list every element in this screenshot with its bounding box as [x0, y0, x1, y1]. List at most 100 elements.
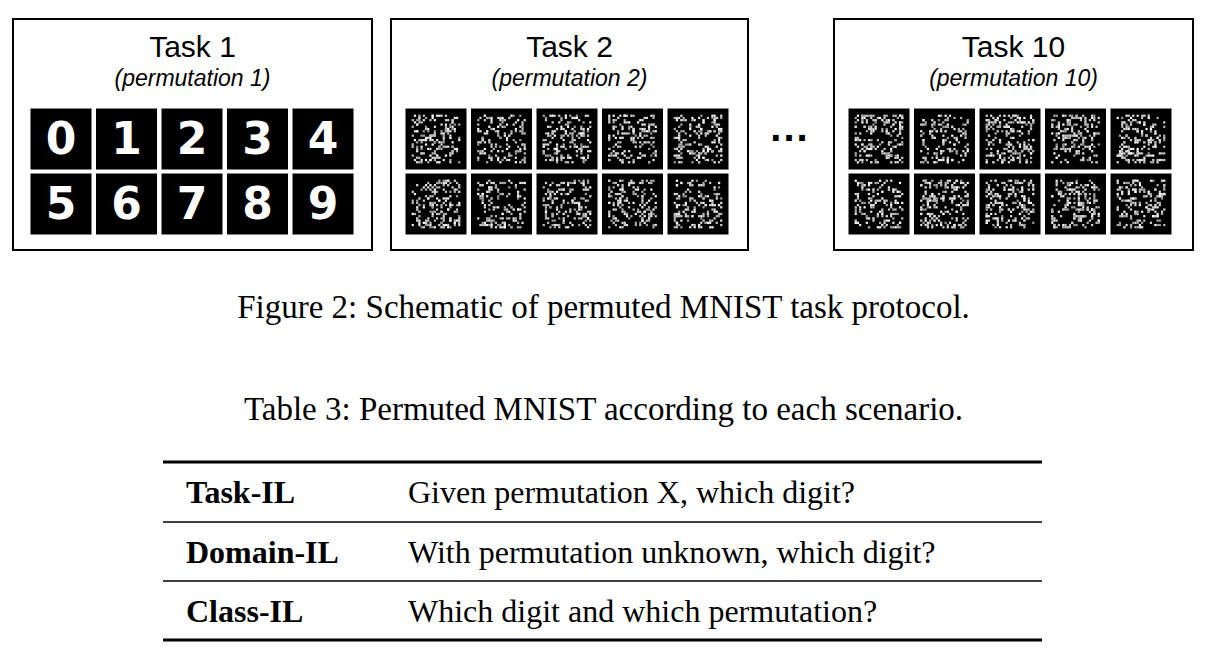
noise-pixel — [499, 193, 501, 195]
noise-pixel — [714, 130, 716, 132]
noise-pixel — [687, 220, 689, 222]
noise-pixel — [641, 220, 643, 222]
noise-pixel — [890, 141, 892, 143]
noise-pixel — [698, 184, 700, 186]
noise-pixel — [628, 126, 630, 128]
noise-pixel — [872, 146, 874, 148]
noise-pixel — [888, 155, 890, 157]
noise-pixel — [711, 226, 713, 228]
noise-pixel — [506, 124, 508, 126]
noise-pixel — [418, 139, 420, 141]
noise-pixel — [870, 161, 872, 163]
noise-pixel — [452, 150, 454, 152]
noise-pixel — [951, 159, 953, 161]
noise-pixel — [560, 128, 562, 130]
noise-pixel — [447, 224, 449, 226]
noise-pixel — [549, 141, 551, 143]
noise-pixel — [639, 222, 641, 224]
noise-pixel — [676, 204, 678, 206]
noise-pixel — [449, 182, 451, 184]
noise-pixel — [866, 159, 868, 161]
noise-pixel — [864, 150, 866, 152]
noise-pixel — [676, 184, 678, 186]
noise-pixel — [608, 121, 610, 123]
noise-pixel — [495, 130, 497, 132]
noise-pixel — [580, 157, 582, 159]
noise-pixel — [683, 195, 685, 197]
noise-pixel — [497, 150, 499, 152]
noise-pixel — [648, 161, 650, 163]
noise-pixel — [613, 146, 615, 148]
noise-pixel — [927, 148, 929, 150]
noise-pixel — [497, 189, 499, 191]
noise-pixel — [676, 148, 678, 150]
noise-pixel — [515, 217, 517, 219]
noise-pixel — [515, 121, 517, 123]
noise-pixel — [652, 130, 654, 132]
noise-pixel — [615, 143, 617, 145]
noise-pixel — [583, 184, 585, 186]
noise-pixel — [621, 159, 623, 161]
noise-pixel — [942, 143, 944, 145]
noise-pixel — [691, 215, 693, 217]
noise-pixel — [936, 130, 938, 132]
image-grid — [30, 108, 1172, 235]
noise-pixel — [714, 130, 716, 132]
noise-pixel — [484, 119, 486, 121]
noise-pixel — [449, 220, 451, 222]
noise-pixel — [569, 115, 571, 117]
noise-pixel — [940, 150, 942, 152]
noise-pixel — [519, 195, 521, 197]
noise-pixel — [571, 139, 573, 141]
noise-pixel — [619, 202, 621, 204]
noise-pixel — [655, 130, 657, 132]
noise-pixel — [698, 226, 700, 228]
noise-pixel — [569, 141, 571, 143]
noise-pixel — [633, 182, 635, 184]
noise-pixel — [870, 132, 872, 134]
noise-pixel — [414, 159, 416, 161]
noise-pixel — [445, 126, 447, 128]
noise-pixel — [626, 132, 628, 134]
noise-pixel — [510, 206, 512, 208]
noise-pixel — [685, 191, 687, 193]
noise-pixel — [585, 213, 587, 215]
noise-pixel — [549, 195, 551, 197]
noise-pixel — [425, 143, 427, 145]
noise-pixel — [628, 182, 630, 184]
noise-pixel — [870, 148, 872, 150]
noise-pixel — [432, 215, 434, 217]
noise-pixel — [484, 132, 486, 134]
noise-pixel — [855, 126, 857, 128]
noise-pixel — [886, 128, 888, 130]
noise-pixel — [628, 157, 630, 159]
noise-pixel — [490, 128, 492, 130]
noise-pixel — [438, 157, 440, 159]
noise-pixel — [484, 152, 486, 154]
noise-pixel — [628, 132, 630, 134]
noise-pixel — [641, 200, 643, 202]
noise-pixel — [881, 128, 883, 130]
noise-pixel — [418, 222, 420, 224]
noise-pixel — [571, 182, 573, 184]
noise-pixel — [502, 193, 504, 195]
noise-pixel — [519, 115, 521, 117]
noise-pixel — [438, 161, 440, 163]
noise-pixel — [949, 150, 951, 152]
noise-pixel — [543, 146, 545, 148]
noise-pixel — [888, 119, 890, 121]
noise-pixel — [637, 137, 639, 139]
noise-pixel — [626, 197, 628, 199]
noise-pixel — [892, 146, 894, 148]
noise-pixel — [637, 195, 639, 197]
noise-pixel — [508, 135, 510, 137]
noise-pixel — [429, 226, 431, 228]
noise-pixel — [556, 148, 558, 150]
noise-pixel — [648, 126, 650, 128]
noise-pixel — [416, 141, 418, 143]
noise-pixel — [685, 119, 687, 121]
noise-pixel — [861, 143, 863, 145]
noise-pixel — [447, 128, 449, 130]
noise-pixel — [445, 115, 447, 117]
image-cell — [292, 108, 354, 170]
